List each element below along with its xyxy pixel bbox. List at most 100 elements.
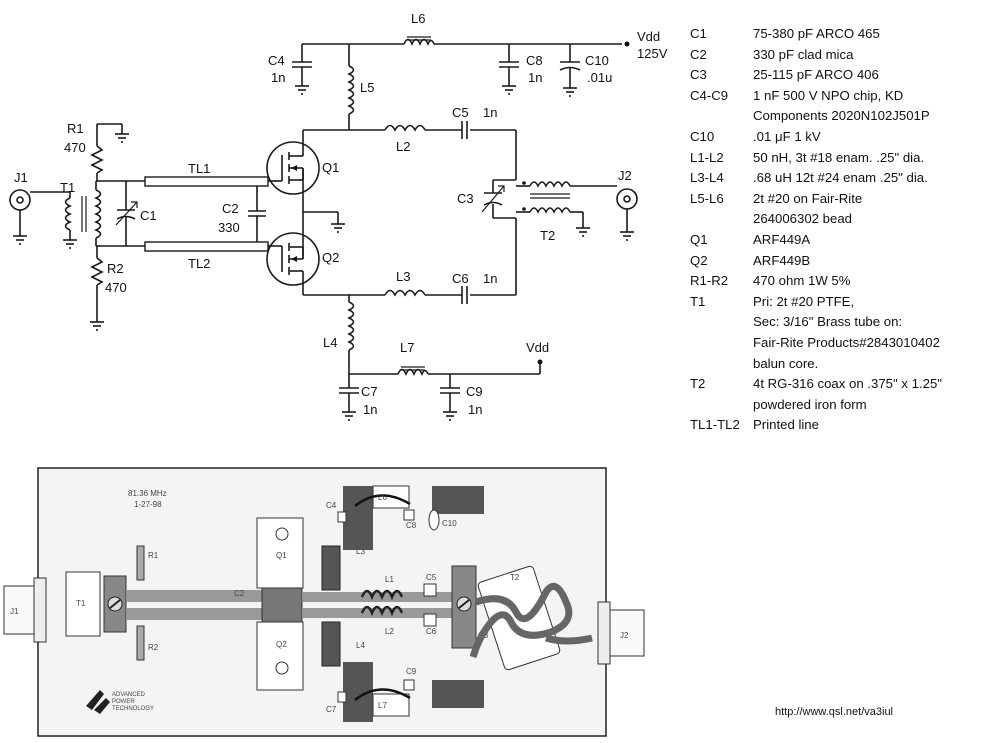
label-vdd-bottom: Vdd: [526, 340, 549, 355]
label-c5-value: 1n: [483, 105, 497, 120]
label-c1: C1: [140, 208, 157, 223]
pcb-center-pads: [261, 587, 303, 623]
inductor-l4: [347, 301, 355, 374]
inductor-l6: [403, 36, 435, 46]
pcb-chokes-l3-l4: [321, 545, 341, 667]
part-description: 330 pF clad mica: [753, 46, 854, 62]
apt-logo: ADVANCED POWER TECHNOLOGY: [86, 690, 154, 714]
pcb-label-c9: C9: [406, 667, 417, 676]
part-description: 75-380 pF ARCO 465: [753, 26, 880, 41]
parts-list-row: C2 330 pF clad mica: [690, 45, 985, 66]
label-t1: T1: [60, 180, 75, 195]
part-description: Fair-Rite Products#2843010402: [753, 334, 940, 350]
pcb-label-c2: C2: [234, 589, 245, 598]
part-description: Pri: 2t #20 PTFE,: [753, 293, 855, 309]
pcb-label-c5: C5: [426, 573, 437, 582]
label-tl2: TL2: [188, 256, 210, 271]
label-r1-value: 470: [64, 140, 86, 155]
part-ref: [690, 312, 753, 333]
part-description: 264006302 bead: [753, 211, 853, 227]
label-tl1: TL1: [188, 161, 210, 176]
connector-j1: [9, 189, 31, 245]
part-description: 470 ohm 1W 5%: [753, 273, 851, 289]
parts-list-row: powdered iron form: [690, 395, 985, 416]
drain-top-bus: [302, 129, 517, 180]
label-c9: C9: [466, 384, 483, 399]
part-ref: L1-L2: [690, 149, 724, 165]
part-ref: T1: [690, 293, 706, 309]
label-c2: C2: [222, 201, 239, 216]
label-vdd-voltage: 125V: [637, 46, 668, 61]
parts-list-row: C10.01 μF 1 kV: [690, 127, 985, 148]
part-description: .01 μF 1 kV: [753, 128, 821, 144]
part-description: 25-115 pF ARCO 406: [753, 67, 879, 83]
part-description: 4t RG-316 coax on .375" x 1.25": [753, 376, 942, 392]
pcb-l7-area: [337, 662, 484, 722]
capacitor-c6: [461, 286, 468, 304]
source-ground: [303, 211, 345, 233]
part-ref: [690, 354, 753, 375]
logo-line-2: POWER: [112, 699, 135, 705]
pcb-resistors: [136, 545, 145, 661]
mosfet-q2: [266, 212, 320, 286]
pcb-label-c6: C6: [426, 627, 437, 636]
pcb-layout: 81.36 MHz 1-27-98 J1 T1 R1 R2 C2 Q1 Q2: [3, 467, 645, 737]
label-c10: C10: [585, 53, 609, 68]
part-ref: C2: [690, 46, 707, 62]
part-ref: [690, 395, 753, 416]
label-l2: L2: [396, 139, 410, 154]
capacitor-c3: [481, 179, 516, 219]
part-description: Printed line: [753, 417, 819, 433]
part-description: Sec: 3/16" Brass tube on:: [753, 314, 903, 330]
label-l6: L6: [411, 11, 425, 26]
transmission-line-tl2: [100, 241, 269, 252]
parts-list-row: TL1-TL2 Printed line: [690, 415, 985, 436]
label-l5: L5: [360, 80, 374, 95]
label-c10-value: .01u: [587, 70, 612, 85]
part-ref: [690, 209, 753, 230]
part-description: balun core.: [753, 355, 819, 371]
label-c2-value: 330: [218, 220, 240, 235]
drain-bottom-bus: [302, 218, 517, 302]
part-ref: L3-L4: [690, 170, 724, 186]
label-c7-value: 1n: [363, 402, 377, 417]
vdd-top-rail: [301, 41, 630, 66]
label-q1: Q1: [322, 160, 339, 175]
pcb-transformer-t1: [65, 571, 127, 637]
label-l3: L3: [396, 269, 410, 284]
pcb-label-l2: L2: [385, 627, 394, 636]
pcb-output-caps: [423, 565, 477, 649]
label-q2: Q2: [322, 250, 339, 265]
capacitor-c7: [339, 387, 359, 421]
pcb-label-l1: L1: [385, 575, 394, 584]
label-c8: C8: [526, 53, 543, 68]
parts-list-row: L3-L4.68 uH 12t #24 enam .25" dia.: [690, 168, 985, 189]
pcb-label-l7: L7: [378, 701, 387, 710]
part-ref: TL1-TL2: [690, 417, 740, 433]
pcb-transistor-q2: [256, 621, 304, 691]
pcb-label-c8: C8: [406, 521, 417, 530]
pcb-label-c10: C10: [442, 519, 457, 528]
pcb-label-c4: C4: [326, 501, 337, 510]
resistor-r1: [90, 123, 129, 181]
part-ref: [690, 106, 753, 127]
parts-list-row: T1 Pri: 2t #20 PTFE,: [690, 292, 985, 313]
label-j1: J1: [14, 170, 28, 185]
pcb-date: 1-27-98: [134, 500, 162, 509]
pcb-label-r2: R2: [148, 643, 159, 652]
label-vdd-top: Vdd: [637, 29, 660, 44]
parts-list-row: 264006302 bead: [690, 209, 985, 230]
part-ref: R1-R2: [690, 273, 729, 289]
parts-list-row: Sec: 3/16" Brass tube on:: [690, 312, 985, 333]
part-ref: T2: [690, 376, 706, 392]
logo-line-3: TECHNOLOGY: [112, 706, 154, 712]
inductor-l2: [384, 124, 426, 132]
pcb-label-r1: R1: [148, 551, 159, 560]
label-c7: C7: [361, 384, 378, 399]
label-c8-value: 1n: [528, 70, 542, 85]
pcb-l6-area: [337, 485, 484, 550]
label-c4-value: 1n: [271, 70, 285, 85]
